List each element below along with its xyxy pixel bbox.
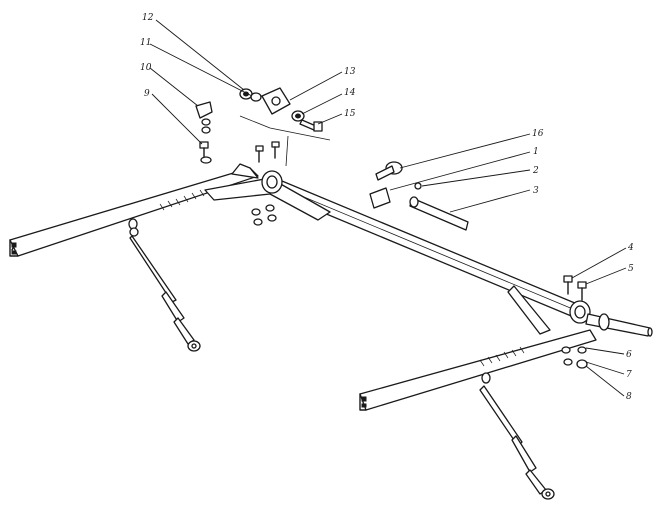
- callout-15: 15: [344, 109, 356, 119]
- callout-13: 13: [344, 67, 356, 77]
- callout-16: 16: [532, 129, 544, 139]
- callout-9: 9: [144, 89, 150, 99]
- callout-3: 3: [533, 186, 539, 196]
- callout-11: 11: [140, 38, 151, 48]
- left-beam: [9, 167, 259, 257]
- leader-lines: [149, 19, 627, 397]
- callout-labels: 12 11 10 9 13 14 15 16 1 2 3 4 5 6 7 8: [140, 13, 634, 402]
- callout-10: 10: [140, 63, 152, 73]
- cross-tube: [204, 163, 653, 337]
- right-beam: [359, 329, 597, 411]
- callout-7: 7: [626, 370, 632, 380]
- left-link-rod: [128, 218, 201, 352]
- hardware-right: [369, 161, 588, 369]
- callout-1: 1: [533, 147, 539, 157]
- callout-6: 6: [626, 350, 632, 360]
- callout-2: 2: [532, 166, 539, 176]
- callout-5: 5: [628, 264, 634, 274]
- callout-14: 14: [344, 88, 356, 98]
- callout-12: 12: [142, 13, 154, 23]
- callout-4: 4: [627, 243, 634, 253]
- right-link-rod: [479, 372, 555, 500]
- callout-8: 8: [626, 392, 632, 402]
- hardware-top: [195, 87, 331, 226]
